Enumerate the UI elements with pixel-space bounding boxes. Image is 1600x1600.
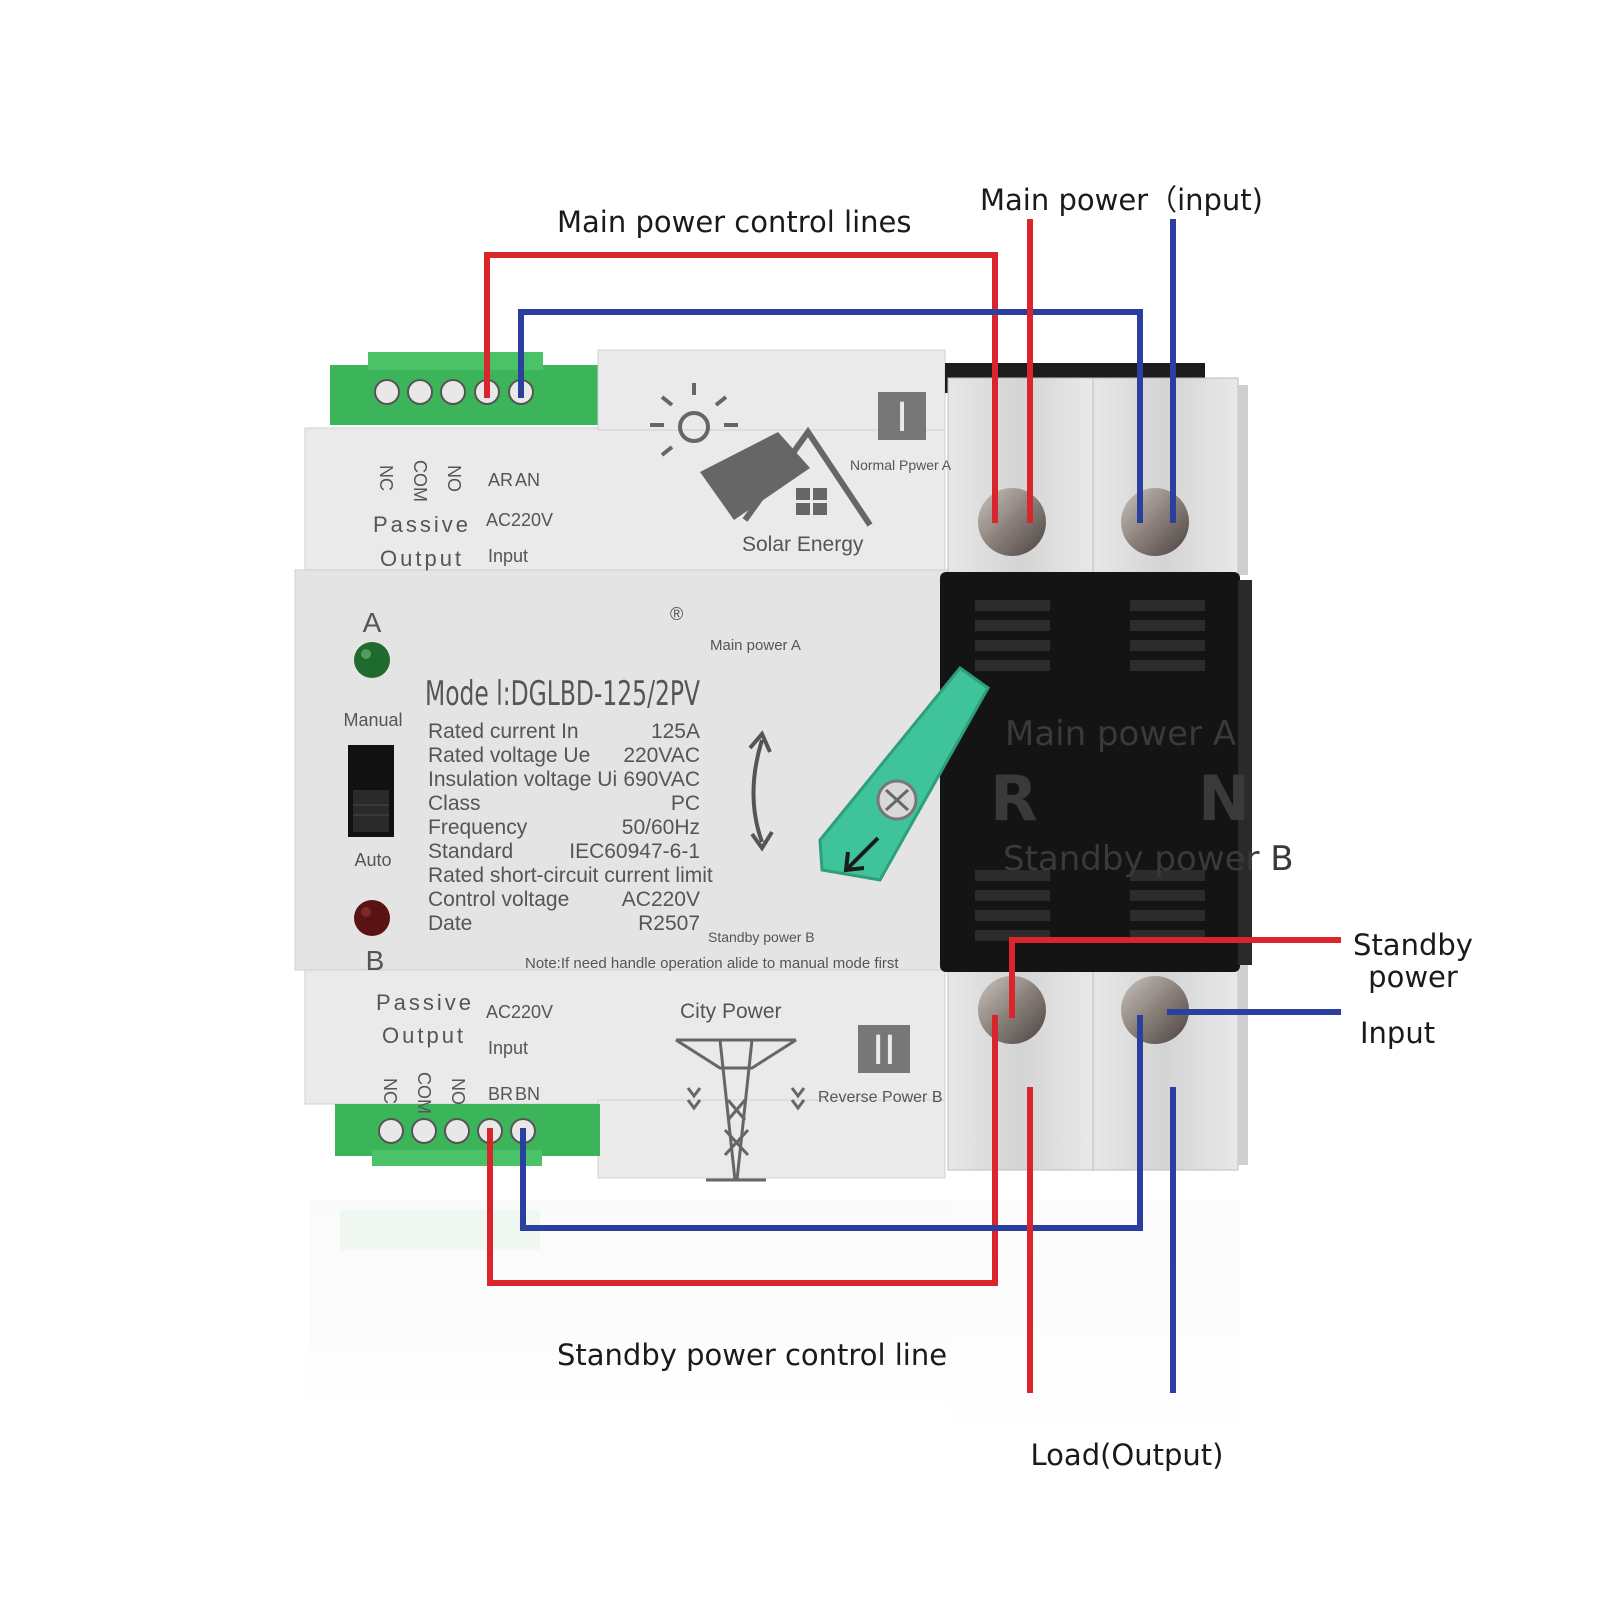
spec-value: AC220V <box>622 888 700 911</box>
spec-table: Rated current In 125A Rated voltage Ue 2… <box>428 720 713 935</box>
top-terminal-nc: NC <box>376 465 396 491</box>
callout-standby-control: Standby power control line <box>557 1338 947 1372</box>
manual-auto-switch[interactable] <box>348 745 394 837</box>
spec-label: Control voltage <box>428 888 569 911</box>
standby-control-live-wire <box>487 1015 998 1286</box>
top-input: Input <box>488 546 528 566</box>
spec-label: Frequency <box>428 816 528 839</box>
top-block-labels: NC COM NO AR AN Passive Output AC220V In… <box>373 392 952 571</box>
spec-value: 125A <box>651 720 700 743</box>
indicator-label-b: B <box>366 945 385 976</box>
top-passive: Passive <box>373 512 471 537</box>
main-control-live-wire <box>484 252 998 523</box>
switch-label-auto: Auto <box>354 850 391 870</box>
vent-slots <box>975 600 1205 941</box>
solar-panel-icon <box>700 432 810 520</box>
top-roman: I <box>896 395 908 441</box>
bottom-voltage: AC220V <box>486 1002 553 1022</box>
bottom-roman-box <box>858 1025 910 1073</box>
bottom-roman: II <box>872 1028 896 1074</box>
top-output: Output <box>380 546 464 571</box>
top-terminal-an: AN <box>515 470 540 490</box>
indicator-led-a <box>354 642 390 678</box>
handle-label-main-power: Main power A <box>710 637 801 654</box>
front-panel <box>294 569 951 971</box>
callout-main-control: Main power control lines <box>557 205 912 239</box>
terminal-covers <box>945 363 1248 1171</box>
bottom-brand: City Power <box>680 1000 782 1023</box>
callout-standby-power-1: Standby <box>1353 928 1473 962</box>
rotate-arrow-icon <box>748 730 774 852</box>
black-cover <box>940 572 1252 972</box>
sun-icon <box>650 383 738 457</box>
spec-value: PC <box>671 792 700 815</box>
top-normal-power: Normal Ppwer A <box>850 457 952 473</box>
spec-label: Rated short-circuit current limit <box>428 864 713 887</box>
spec-value: IEC60947-6-1 <box>569 840 700 863</box>
cover-n: N <box>1198 762 1250 835</box>
cover-labels: Main power A R N Standby power B <box>990 714 1294 879</box>
standby-input-live-wire <box>1009 937 1341 1018</box>
callout-standby-power-2: power <box>1368 960 1458 994</box>
handle-arrow-icon <box>843 836 880 873</box>
bottom-terminal-com: COM <box>414 1072 434 1114</box>
callout-load-output: Load(Output) <box>1031 1438 1224 1472</box>
model-number: Mode l:DGLBD-125/2PV <box>425 674 700 714</box>
bottom-terminal-br: BR <box>488 1084 513 1104</box>
spec-label: Rated voltage Ue <box>428 744 590 767</box>
spec-label: Standard <box>428 840 513 863</box>
handle-label-standby-power: Standby power B <box>708 929 815 945</box>
spec-value: 690VAC <box>623 768 700 791</box>
bottom-terminal-no: NO <box>448 1078 468 1105</box>
bottom-terminal-nc: NC <box>380 1078 400 1104</box>
bottom-input: Input <box>488 1038 528 1058</box>
transfer-handle[interactable] <box>818 665 990 882</box>
top-terminal-ar: AR <box>488 470 513 490</box>
bottom-terminal-bn: BN <box>515 1084 540 1104</box>
spec-value: R2507 <box>638 912 700 935</box>
spec-value: 50/60Hz <box>622 816 700 839</box>
spec-label: Class <box>428 792 481 815</box>
main-control-neutral-wire <box>518 309 1143 523</box>
solar-house-logo <box>650 383 873 527</box>
top-terminal-com: COM <box>410 460 430 502</box>
house-window-icon <box>796 488 827 515</box>
registered-mark: ® <box>670 604 683 624</box>
wires <box>484 219 1341 1393</box>
top-roman-box <box>878 392 926 440</box>
bottom-output: Output <box>382 1023 466 1048</box>
indicator-led-b <box>354 900 390 936</box>
spec-value: 220VAC <box>623 744 700 767</box>
cover-standby-power: Standby power B <box>1003 839 1294 879</box>
spec-label: Insulation voltage Ui <box>428 768 617 791</box>
cover-main-power: Main power A <box>1005 714 1236 754</box>
callout-input: Input <box>1360 1016 1435 1050</box>
spec-label: Rated current In <box>428 720 579 743</box>
switch-label-manual: Manual <box>343 710 402 730</box>
standby-control-neutral-wire <box>520 1015 1143 1231</box>
cover-r: R <box>990 762 1038 835</box>
panel-indicators: A Manual Auto B <box>343 607 402 976</box>
callout-main-input: Main power（input) <box>980 183 1263 217</box>
bottom-block-labels: Passive Output AC220V Input NC COM NO BR… <box>376 990 943 1114</box>
spec-label: Date <box>428 912 472 935</box>
bottom-reverse-power: Reverse Power B <box>818 1089 943 1106</box>
bottom-passive: Passive <box>376 990 474 1015</box>
top-brand: Solar Energy <box>742 533 864 556</box>
top-terminal-no: NO <box>444 465 464 492</box>
power-tower-icon <box>675 1038 806 1182</box>
callouts: Main power control lines Main power（inpu… <box>557 183 1473 1472</box>
indicator-label-a: A <box>363 607 382 638</box>
panel-note: Note:If need handle operation alide to m… <box>525 955 899 972</box>
top-voltage: AC220V <box>486 510 553 530</box>
bottom-terminal-block <box>304 967 946 1179</box>
reflection <box>310 1200 1250 1460</box>
house-roof-icon <box>742 426 873 527</box>
